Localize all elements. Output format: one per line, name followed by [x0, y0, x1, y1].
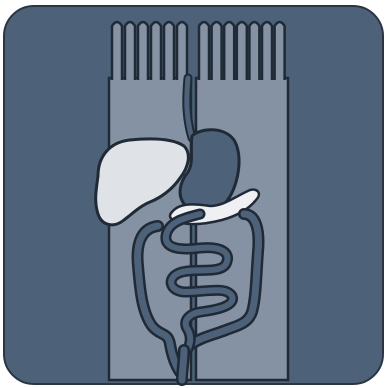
villus	[199, 22, 209, 80]
villus	[125, 22, 135, 80]
villus	[151, 22, 161, 80]
villus	[177, 22, 187, 80]
villus	[212, 22, 222, 80]
villus	[262, 22, 272, 80]
villus	[112, 22, 122, 80]
villus	[249, 22, 259, 80]
villus	[224, 22, 234, 80]
villus	[237, 22, 247, 80]
villus	[164, 22, 174, 80]
villus	[138, 22, 148, 80]
villi	[199, 22, 285, 80]
villus	[275, 22, 285, 80]
